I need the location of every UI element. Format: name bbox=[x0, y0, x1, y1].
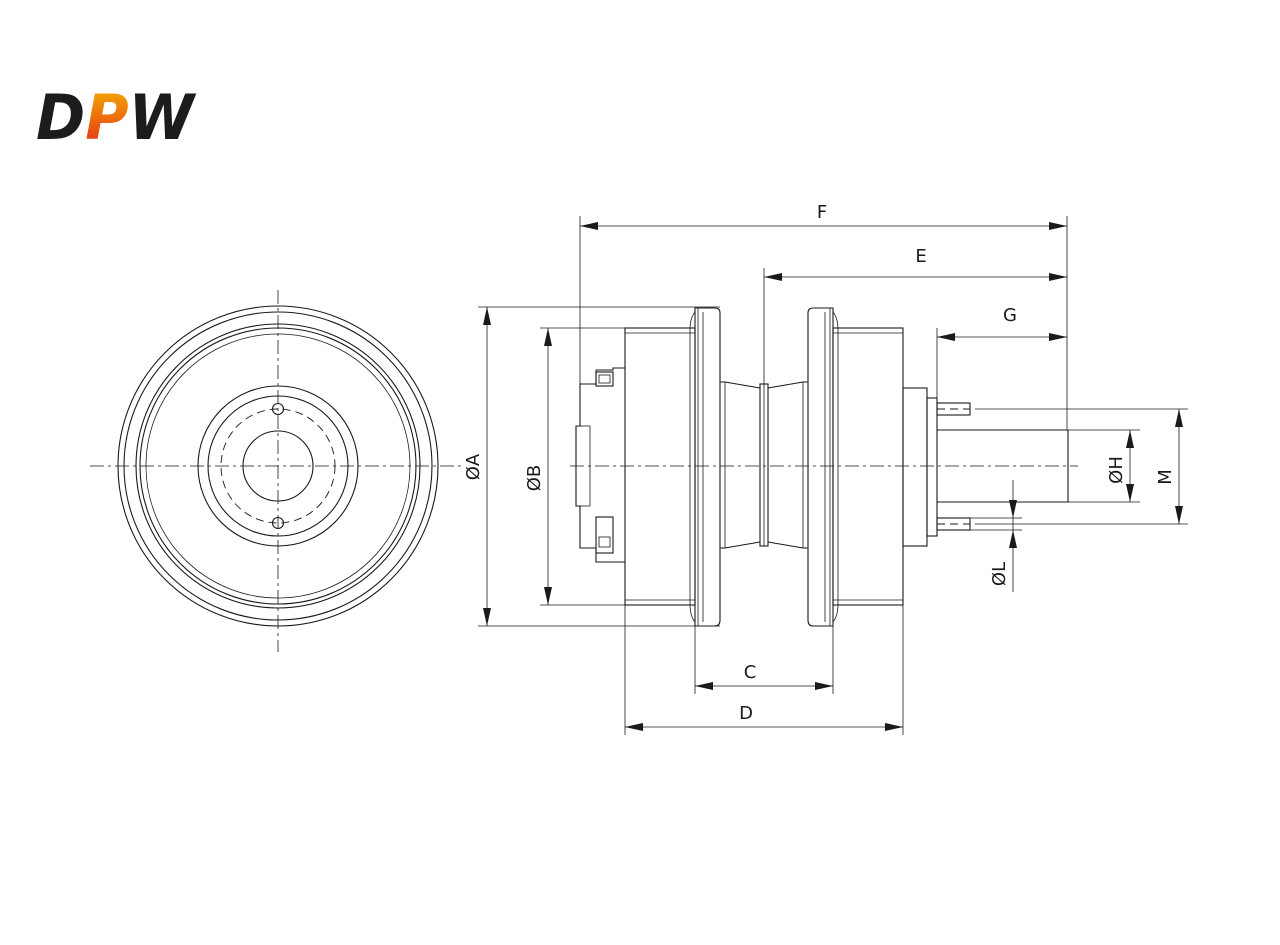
tread-right bbox=[767, 381, 808, 549]
shaft bbox=[937, 429, 1069, 503]
right-end-cap bbox=[902, 387, 928, 547]
tread-left bbox=[720, 381, 761, 549]
label-H: ØH bbox=[1106, 456, 1127, 484]
label-M: M bbox=[1155, 469, 1176, 485]
label-B: ØB bbox=[524, 465, 545, 492]
dimension-labels: F E G C D ØA ØB ØH M ØL bbox=[463, 202, 1176, 724]
right-hub-body bbox=[832, 327, 904, 606]
left-end-cap bbox=[575, 367, 625, 563]
label-E: E bbox=[915, 246, 926, 267]
label-D: D bbox=[739, 703, 753, 724]
label-C: C bbox=[744, 662, 757, 683]
front-view bbox=[90, 290, 465, 652]
right-collar bbox=[926, 397, 938, 537]
label-L: ØL bbox=[989, 562, 1010, 586]
label-F: F bbox=[817, 202, 827, 223]
logo-wordmark: DPW bbox=[36, 81, 196, 154]
dimension-lines bbox=[478, 216, 1188, 735]
plug-top bbox=[595, 371, 614, 387]
left-flange bbox=[694, 307, 721, 627]
dpw-logo: DPW bbox=[36, 81, 196, 154]
left-hub-body bbox=[624, 327, 696, 606]
plug-bottom bbox=[595, 516, 614, 554]
right-flange bbox=[807, 307, 834, 627]
label-G: G bbox=[1003, 305, 1017, 326]
label-A: ØA bbox=[463, 453, 484, 480]
